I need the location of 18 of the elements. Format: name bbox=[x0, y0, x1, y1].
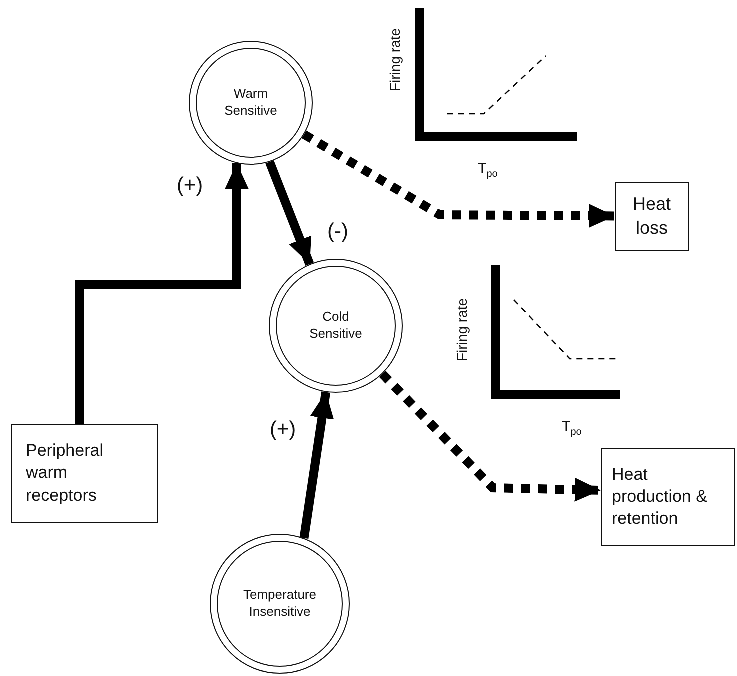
axis-label: Firing rate bbox=[454, 298, 470, 362]
edge-label: (-) bbox=[326, 220, 350, 244]
dashed-arrow bbox=[379, 370, 602, 502]
arrow bbox=[76, 163, 249, 424]
axis-label: T$_{po}$ bbox=[478, 160, 498, 180]
axis-label: T$_{po}$ bbox=[562, 418, 582, 438]
node-label: Heat production & retention bbox=[612, 464, 708, 530]
arrow bbox=[300, 392, 334, 539]
process-box bbox=[11, 424, 158, 523]
node-label: Peripheral warm receptors bbox=[26, 440, 104, 507]
process-box bbox=[615, 182, 689, 251]
process-box bbox=[601, 448, 735, 546]
node-label: Warm Sensitive bbox=[224, 86, 278, 120]
node-label: Heat loss bbox=[632, 193, 672, 240]
node-label: Temperature Insensitive bbox=[242, 587, 318, 621]
arrow bbox=[266, 160, 314, 266]
axis-label: Firing rate bbox=[387, 28, 403, 92]
node-label: Cold Sensitive bbox=[308, 309, 364, 343]
